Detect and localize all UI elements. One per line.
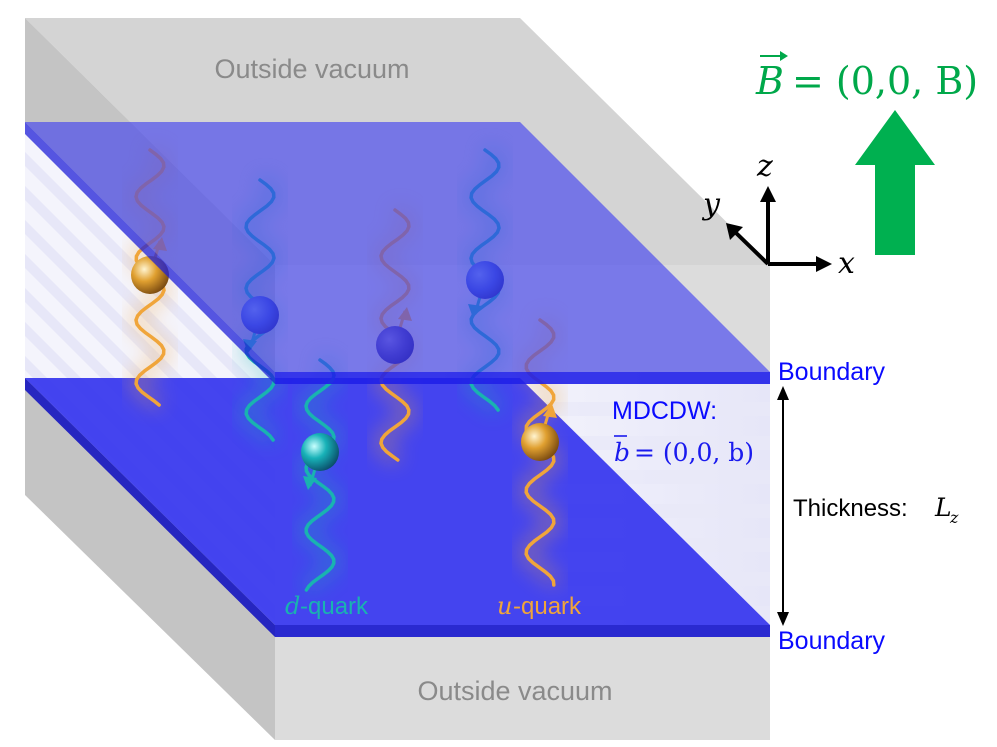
thickness-subscript: z [949, 508, 959, 527]
vacuum-bottom-label: Outside vacuum [417, 676, 612, 706]
field-vector-arrowhead [780, 51, 788, 61]
z-axis-label: z [756, 149, 773, 184]
boundary-top-plane [25, 122, 770, 384]
thickness-arrow-top-head [777, 386, 789, 400]
spin-arrowhead [543, 404, 557, 418]
bottom-plane-edge-front [275, 625, 770, 637]
thickness-label: Thickness: L z [793, 493, 959, 527]
thickness-text: Thickness: [793, 495, 908, 522]
top-plane-edge-left [25, 122, 275, 384]
d-quark-symbol: d [285, 592, 300, 620]
magnetic-field-arrow-icon [855, 110, 935, 255]
u-quark-sphere-icon [521, 423, 559, 461]
u-quark-label: u -quark [497, 592, 582, 620]
thickness-arrow-bottom-head [777, 612, 789, 626]
z-axis-arrowhead [760, 186, 776, 202]
mdcdw-value: = (0,0, b) [634, 438, 754, 467]
y-axis-label: y [701, 187, 721, 222]
u-quark-symbol: u [497, 592, 512, 620]
mdcdw-vector-symbol: b [614, 438, 630, 467]
coordinate-axes: z x y [701, 149, 855, 281]
y-axis-arrowhead [726, 223, 743, 240]
mdcdw-equation: b = (0,0, b) [614, 435, 754, 467]
boundary-top-label: Boundary [778, 358, 886, 386]
boundary-bottom-label: Boundary [778, 627, 886, 655]
magnetic-field-label: B = (0,0, B) [755, 51, 978, 103]
boundary-bottom-plane [25, 378, 770, 637]
slab-stripe [520, 402, 770, 416]
d-quark-text: -quark [300, 593, 369, 620]
quark-wave [304, 358, 336, 592]
bottom-plane-top [25, 378, 770, 625]
thickness-symbol: L [934, 493, 952, 522]
d-quark-sphere-icon [301, 433, 339, 471]
d-quark-label: d -quark [285, 592, 369, 620]
top-plane-edge-front [275, 372, 770, 384]
field-value: = (0,0, B) [792, 59, 978, 103]
bottom-plane-edge-left [25, 378, 275, 637]
x-axis-arrowhead [816, 256, 832, 272]
spin-arrowhead [303, 476, 317, 490]
field-vector-symbol: B [755, 59, 784, 103]
mdcdw-title: MDCDW: [612, 397, 717, 425]
y-axis-line [731, 228, 770, 266]
top-plane-top [25, 122, 770, 372]
u-quark-text: -quark [513, 593, 582, 620]
x-axis-label: x [838, 246, 855, 281]
d-quark-front [298, 354, 342, 594]
vacuum-top-label: Outside vacuum [214, 54, 409, 84]
